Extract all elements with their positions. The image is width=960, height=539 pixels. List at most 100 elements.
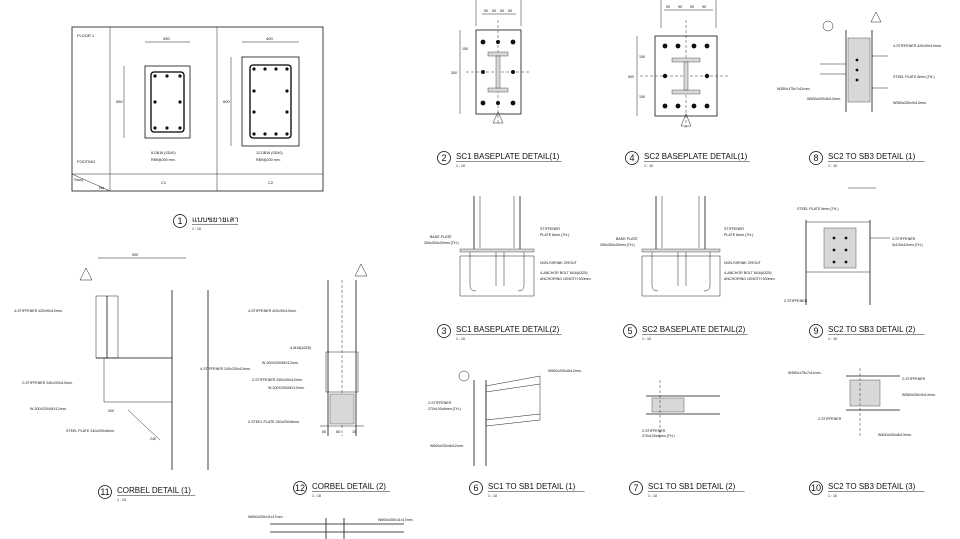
callout-bubble-icon [458, 370, 470, 382]
svg-text:2-STEEL PLATE 240x200x8mm.: 2-STEEL PLATE 240x200x8mm. [248, 420, 300, 424]
c1-id: C1 [161, 180, 167, 185]
svg-text:300x300x20mm.(TH.): 300x300x20mm.(TH.) [424, 241, 459, 245]
detail-number-circle [173, 214, 187, 228]
detail-scale: 1 : 10 [828, 164, 837, 168]
c2-id: C2 [268, 180, 274, 185]
detail-3-drawing: BASE PLATE 300x300x20mm.(TH.) STIFFENER … [424, 196, 592, 297]
detail-number: 8 [813, 153, 818, 163]
svg-text:4-STIFFENER 240x200x10mm.: 4-STIFFENER 240x200x10mm. [200, 367, 251, 371]
detail-scale: 1 : 10 [648, 494, 657, 498]
svg-text:350x350x20mm.(TH.): 350x350x20mm.(TH.) [600, 243, 635, 247]
detail-title: SC1 BASEPLATE DETAIL(2) [456, 325, 560, 334]
detail-caption-7: 7 SC1 TO SB1 DETAIL (2) 1 : 10 [629, 481, 745, 498]
svg-text:STEEL PLATE 240x200x8mm.: STEEL PLATE 240x200x8mm. [66, 429, 115, 433]
svg-text:300: 300 [451, 71, 457, 75]
svg-text:2-STIFFENER: 2-STIFFENER [892, 237, 916, 241]
svg-text:W500x200x8x12mm.: W500x200x8x12mm. [430, 444, 464, 448]
c1-height-dim: 550 [116, 99, 123, 104]
svg-text:50: 50 [484, 9, 488, 13]
column-c1-section: 350 550 8-DB16 (SD40) RB9@200 mm. C1 [116, 36, 191, 185]
svg-text:4-STIFFENER 420x90x10mm.: 4-STIFFENER 420x90x10mm. [248, 309, 297, 313]
section-marker-icon [354, 263, 368, 277]
detail-scale: 1 : 10 [642, 337, 651, 341]
column-schedule-table: FLOOR 1 FOOTING Story No. 350 550 8-DB16… [71, 26, 324, 192]
section-marker-icon [79, 267, 93, 281]
detail-number: 7 [633, 483, 638, 493]
detail-scale: 1 : 10 [117, 498, 126, 502]
detail-scale: 1 : 10 [312, 494, 321, 498]
svg-text:W400x200x8x13mm.: W400x200x8x13mm. [807, 97, 841, 101]
svg-text:90: 90 [690, 5, 694, 9]
detail-6-drawing: W500x200x8x12mm. 2-STIFFENER 270x100x8mm… [428, 369, 582, 466]
detail-2-drawing: 50 50 50 50 300 150 [451, 0, 530, 125]
detail-scale: 1 : 10 [456, 337, 465, 341]
svg-text:4-M16(A325): 4-M16(A325) [290, 346, 311, 350]
svg-text:4-ANCHOR BOLT M16(A325): 4-ANCHOR BOLT M16(A325) [540, 271, 588, 275]
svg-text:4-STIFFENER 420x90x10mm.: 4-STIFFENER 420x90x10mm. [14, 309, 63, 313]
detail-number: 9 [813, 326, 818, 336]
svg-text:65: 65 [322, 430, 326, 434]
section-marker-icon [870, 11, 882, 23]
svg-text:2-STIFFENER: 2-STIFFENER [818, 417, 842, 421]
detail-number-circle [629, 481, 643, 495]
svg-text:STEEL PLATE 8mm.(TH.): STEEL PLATE 8mm.(TH.) [893, 75, 935, 79]
svg-text:4-ANCHOR BOLT M16(A325): 4-ANCHOR BOLT M16(A325) [724, 271, 772, 275]
svg-text:2-STIFFENER: 2-STIFFENER [902, 377, 926, 381]
svg-text:ANCHORING LENGTH 300mm.: ANCHORING LENGTH 300mm. [540, 277, 592, 281]
detail-title: SC1 TO SB1 DETAIL (1) [488, 482, 576, 491]
svg-text:W500x200x8x12mm.: W500x200x8x12mm. [548, 369, 582, 373]
svg-text:50: 50 [508, 9, 512, 13]
svg-text:W350x250x9x14mm.: W350x250x9x14mm. [893, 101, 927, 105]
detail-caption-9: 9 SC2 TO SB3 DETAIL (2) 1 : 10 [809, 324, 925, 341]
svg-text:90: 90 [678, 5, 682, 9]
schedule-story-label: Story [74, 177, 83, 182]
svg-text:270x100x8mm.(TH.): 270x100x8mm.(TH.) [642, 434, 675, 438]
svg-text:50: 50 [492, 9, 496, 13]
detail-scale: 1 : 10 [192, 227, 201, 231]
svg-text:65: 65 [336, 430, 340, 434]
c1-width-dim: 350 [163, 36, 170, 41]
detail-number: 1 [177, 216, 182, 226]
svg-text:NON-SHRINK GROUT: NON-SHRINK GROUT [724, 261, 762, 265]
svg-text:4-STIFFENER 420x90x10mm.: 4-STIFFENER 420x90x10mm. [893, 44, 942, 48]
svg-text:500: 500 [132, 253, 138, 257]
detail-number: 2 [441, 153, 446, 163]
svg-text:STIFFENER: STIFFENER [724, 227, 744, 231]
detail-scale: 1 : 10 [456, 164, 465, 168]
c2-width-dim: 400 [266, 36, 273, 41]
detail-number-circle [809, 481, 823, 495]
svg-text:150: 150 [639, 95, 645, 99]
detail-title: SC2 BASEPLATE DETAIL(2) [642, 325, 746, 334]
svg-text:W-300X200X8X12mm.: W-300X200X8X12mm. [268, 386, 305, 390]
svg-text:NON-SHRINK GROUT: NON-SHRINK GROUT [540, 261, 578, 265]
detail-number-circle [809, 324, 823, 338]
detail-title: SC1 BASEPLATE DETAIL(1) [456, 152, 560, 161]
svg-text:ANCHORING LENGTH 300mm.: ANCHORING LENGTH 300mm. [724, 277, 776, 281]
detail-title: SC1 TO SB1 DETAIL (2) [648, 482, 736, 491]
detail-title: SC2 TO SB3 DETAIL (2) [828, 325, 916, 334]
callout-bubble-icon [822, 20, 834, 32]
detail-scale: 1 : 10 [488, 494, 497, 498]
c1-stirrup: RB9@200 mm. [151, 158, 176, 162]
detail-4-drawing: 90 90 90 90 500 150 150 [628, 0, 728, 130]
detail-10-drawing: W350x175x7x11mm. 2-STIFFENER W350x250x9x… [788, 368, 936, 437]
svg-text:STIFFENER: STIFFENER [540, 227, 560, 231]
c2-stirrup: RB9@200 mm. [256, 158, 281, 162]
svg-text:2-STIFFENER 240x200x10mm.: 2-STIFFENER 240x200x10mm. [22, 381, 73, 385]
c1-bars: 8-DB16 (SD40) [151, 151, 176, 155]
svg-text:STEEL PLATE 8mm.(TH.): STEEL PLATE 8mm.(TH.) [797, 207, 839, 211]
detail-number: 10 [811, 483, 821, 493]
svg-text:W-300X200X8X12mm.: W-300X200X8X12mm. [262, 361, 299, 365]
svg-text:W400x200x8x13mm.: W400x200x8x13mm. [878, 433, 912, 437]
svg-text:90: 90 [702, 5, 706, 9]
svg-text:2-STIFFENER 240x200x10mm.: 2-STIFFENER 240x200x10mm. [252, 378, 303, 382]
svg-text:PLATE 8mm.(TH.): PLATE 8mm.(TH.) [724, 233, 753, 237]
detail-title: SC2 TO SB3 DETAIL (3) [828, 482, 916, 491]
svg-text:240: 240 [150, 437, 156, 441]
detail-scale: 1 : 10 [828, 337, 837, 341]
svg-text:500: 500 [628, 75, 634, 79]
